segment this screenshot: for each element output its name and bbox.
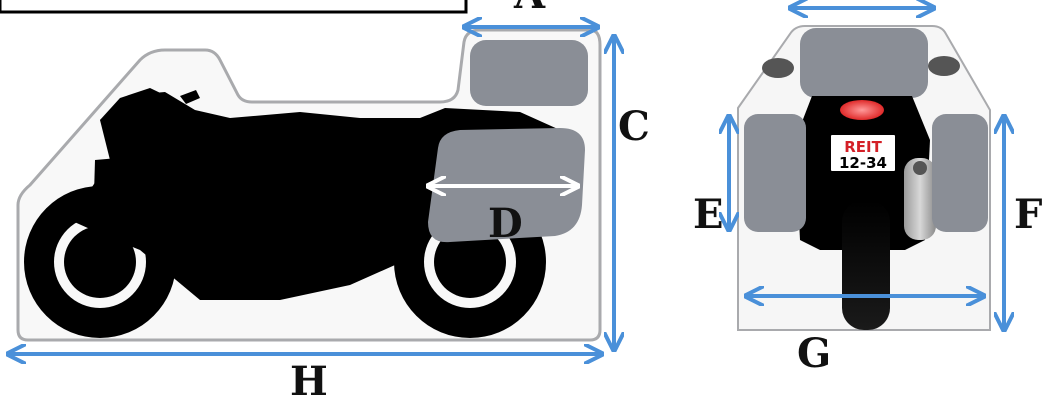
- right-side-case: [932, 114, 988, 232]
- dimension-e-label: E: [693, 191, 724, 238]
- rear-view: REIT 12-34 E F G: [693, 8, 1042, 377]
- rear-tire: [842, 200, 890, 330]
- dimension-a-label: A: [513, 0, 546, 18]
- right-mirror: [928, 56, 960, 76]
- dimension-f-label: F: [1014, 191, 1042, 238]
- left-side-case: [744, 114, 806, 232]
- rear-top-case: [800, 28, 928, 98]
- header-frame: [0, 0, 468, 14]
- top-case: [470, 40, 588, 106]
- license-plate: REIT 12-34: [829, 133, 897, 173]
- dimension-g-label: G: [797, 330, 831, 377]
- side-view: D A C H: [8, 0, 650, 398]
- tail-light: [840, 100, 884, 120]
- license-plate-line1: REIT: [844, 138, 882, 156]
- exhaust-pipe: [904, 158, 936, 240]
- dimension-d-label: D: [488, 200, 523, 247]
- dimension-h-label: H: [290, 358, 328, 398]
- license-plate-line2: 12-34: [839, 154, 887, 172]
- dimension-c-label: C: [618, 103, 650, 150]
- left-mirror: [762, 58, 794, 78]
